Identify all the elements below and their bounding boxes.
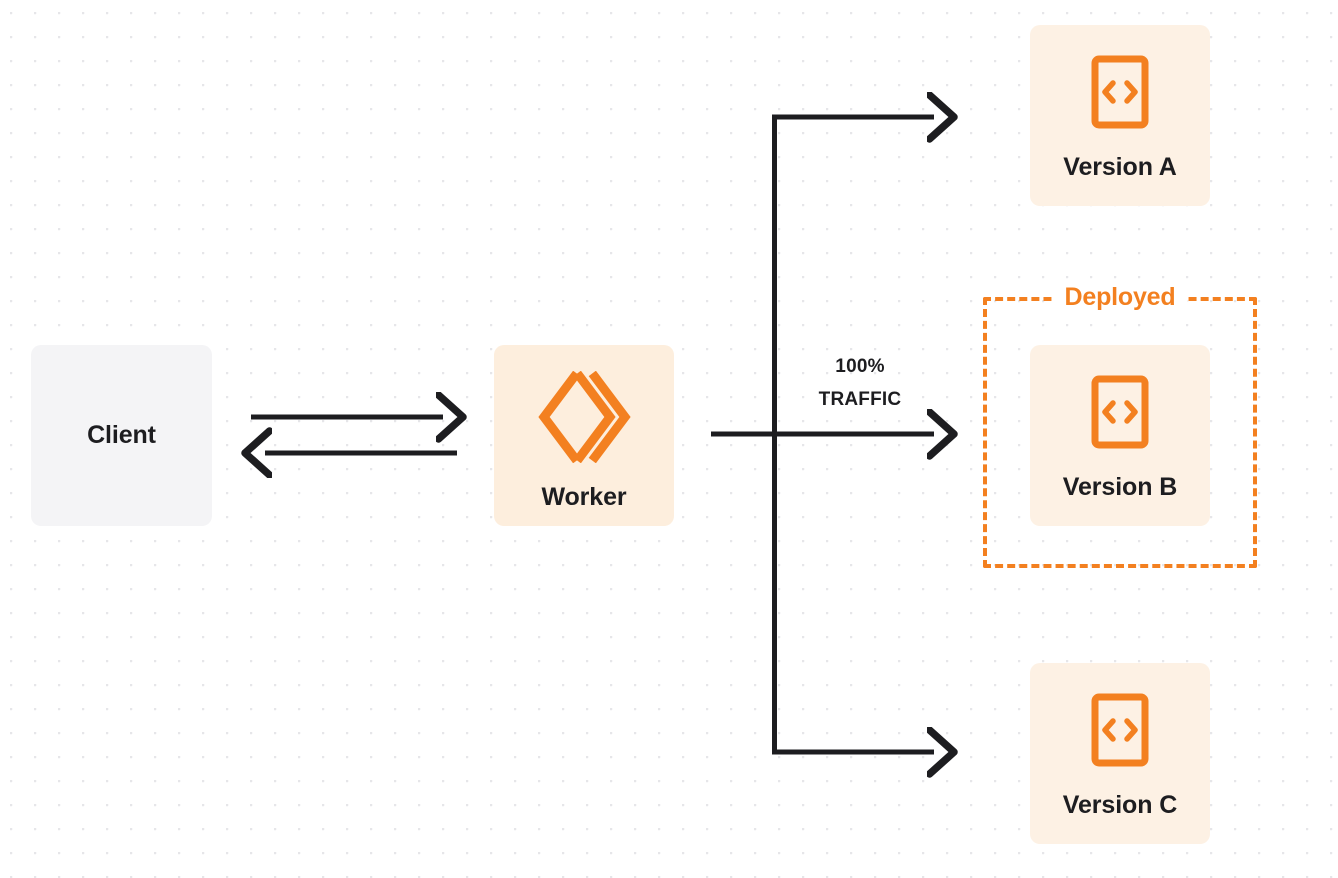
- code-file-icon: [1091, 375, 1149, 449]
- version-a-label: Version A: [1063, 153, 1177, 181]
- traffic-percent: 100%: [835, 356, 885, 377]
- client-node[interactable]: Client: [31, 345, 212, 526]
- version-c-label: Version C: [1062, 791, 1178, 819]
- version-c-node[interactable]: Version C: [1030, 663, 1210, 844]
- version-a-node[interactable]: Version A: [1030, 25, 1210, 206]
- version-b-node[interactable]: Version B: [1030, 345, 1210, 526]
- client-label: Client: [87, 421, 156, 449]
- worker-label: Worker: [541, 483, 627, 511]
- version-b-label: Version B: [1062, 473, 1178, 501]
- traffic-split-label: 100% TRAFFIC: [790, 350, 930, 416]
- deployed-group-boundary: Deployed: [983, 285, 1257, 568]
- code-file-icon: [1091, 693, 1149, 767]
- traffic-word: TRAFFIC: [818, 389, 902, 410]
- worker-node[interactable]: Worker: [494, 345, 674, 526]
- deployed-badge-label: Deployed: [1052, 285, 1188, 310]
- code-file-icon: [1091, 55, 1149, 129]
- cloudflare-workers-logo-icon: [536, 371, 632, 463]
